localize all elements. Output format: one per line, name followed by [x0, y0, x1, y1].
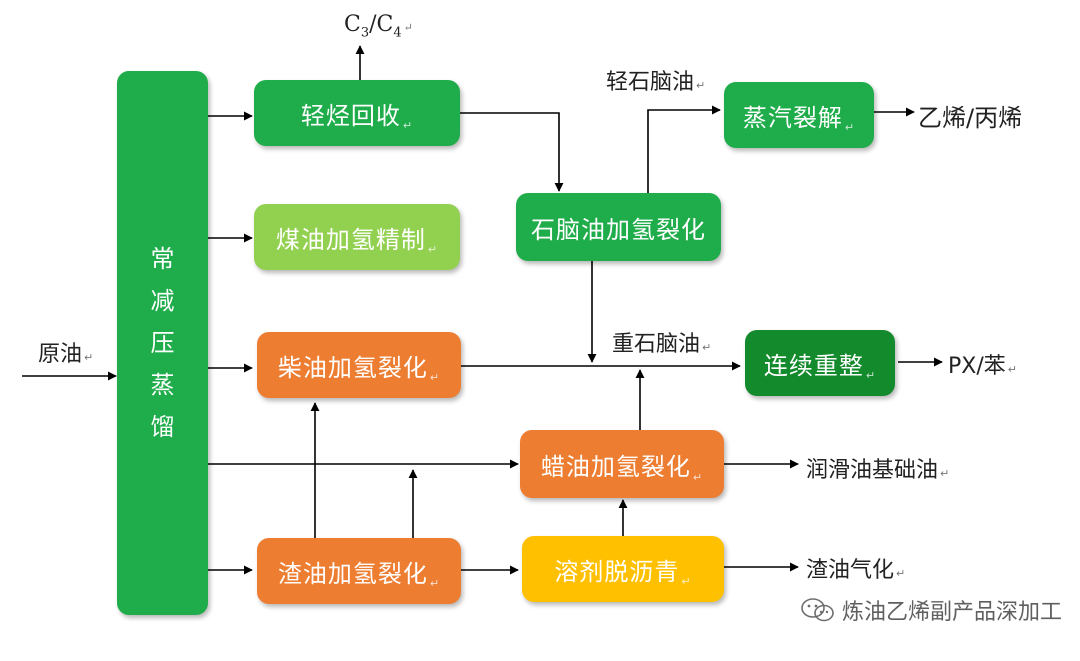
node-diesel-hydrocracking: 柴油加氢裂化↵	[257, 332, 461, 398]
distillation-char-1: 常	[150, 245, 175, 273]
paragraph-mark: ↵	[429, 577, 441, 590]
label-ethylene-propylene: 乙烯/丙烯	[918, 98, 1022, 133]
wechat-icon	[801, 598, 834, 622]
label-lube-base-oil-text: 润滑油基础油	[806, 458, 939, 483]
watermark: 炼油乙烯副产品深加工	[800, 594, 1062, 626]
label-c3: C	[344, 12, 361, 37]
label-crude-oil: 原油↵	[38, 336, 93, 368]
paragraph-mark: ↵	[940, 467, 950, 480]
watermark-text: 炼油乙烯副产品深加工	[841, 600, 1062, 625]
paragraph-mark: ↵	[402, 119, 414, 132]
paragraph-mark: ↵	[681, 575, 692, 588]
node-continuous-reforming: 连续重整↵	[745, 330, 895, 396]
paragraph-mark: ↵	[696, 79, 706, 92]
paragraph-mark: ↵	[429, 371, 441, 384]
node-kerosene-hydrotreating-label: 煤油加氢精制	[275, 225, 426, 254]
node-residue-hydrocracking: 渣油加氢裂化↵	[257, 538, 461, 604]
label-px-benzene: PX/苯↵	[948, 348, 1017, 380]
node-continuous-reforming-label: 连续重整	[763, 351, 864, 380]
arrow-naphtha-to-steam	[647, 105, 721, 193]
paragraph-mark: ↵	[1007, 363, 1017, 376]
node-diesel-hydrocracking-label: 柴油加氢裂化	[277, 353, 428, 382]
node-wax-oil-hydrocracking: 蜡油加氢裂化↵	[520, 430, 724, 498]
label-light-naphtha-text: 轻石脑油	[606, 70, 695, 95]
label-c3-c4: C3/C4↵	[344, 12, 413, 40]
paragraph-mark: ↵	[865, 369, 877, 382]
label-residue-gasification-text: 渣油气化	[806, 558, 895, 583]
paragraph-mark: ↵	[84, 351, 94, 364]
label-crude-oil-text: 原油	[38, 342, 83, 367]
node-atmospheric-vacuum-distillation: 常 减 压 蒸 馏	[117, 71, 208, 615]
label-c4-sub: 4	[393, 25, 402, 41]
distillation-char-3: 压	[150, 329, 175, 357]
label-ethylene-propylene-text: 乙烯/丙烯	[918, 104, 1023, 132]
label-lube-base-oil: 润滑油基础油↵	[806, 452, 949, 484]
label-light-naphtha: 轻石脑油↵	[606, 64, 705, 96]
node-residue-hydrocracking-label: 渣油加氢裂化	[277, 559, 428, 588]
node-solvent-deasphalting: 溶剂脱沥青↵	[522, 536, 724, 602]
paragraph-mark: ↵	[403, 21, 413, 34]
node-light-hydrocarbon-recovery: 轻烃回收↵	[254, 80, 460, 146]
node-wax-oil-hydrocracking-label: 蜡油加氢裂化	[540, 452, 691, 481]
paragraph-mark: ↵	[844, 121, 856, 134]
distillation-char-2: 减	[150, 287, 175, 315]
node-kerosene-hydrotreating: 煤油加氢精制↵	[254, 204, 460, 270]
arrow-light-hc-to-naphtha	[460, 112, 564, 192]
paragraph-mark: ↵	[427, 243, 439, 256]
label-residue-gasification: 渣油气化↵	[806, 552, 905, 584]
paragraph-mark: ↵	[896, 567, 906, 580]
paragraph-mark: ↵	[692, 471, 704, 484]
distillation-char-4: 蒸	[150, 371, 175, 399]
label-px-benzene-text: PX/苯	[948, 354, 1006, 379]
node-steam-cracking: 蒸汽裂解↵	[724, 82, 874, 148]
label-c4: /C	[369, 12, 394, 37]
node-light-hydrocarbon-recovery-label: 轻烃回收	[300, 101, 401, 130]
label-heavy-naphtha: 重石脑油↵	[612, 326, 711, 358]
distillation-char-5: 馏	[150, 413, 175, 441]
label-heavy-naphtha-text: 重石脑油	[612, 332, 701, 357]
label-c3-sub: 3	[360, 25, 370, 41]
node-solvent-deasphalting-label: 溶剂脱沥青	[554, 557, 680, 586]
node-naphtha-hydrocracking: 石脑油加氢裂化	[516, 193, 721, 261]
node-naphtha-hydrocracking-label: 石脑油加氢裂化	[531, 215, 706, 244]
node-steam-cracking-label: 蒸汽裂解	[742, 103, 843, 132]
paragraph-mark: ↵	[702, 341, 712, 354]
